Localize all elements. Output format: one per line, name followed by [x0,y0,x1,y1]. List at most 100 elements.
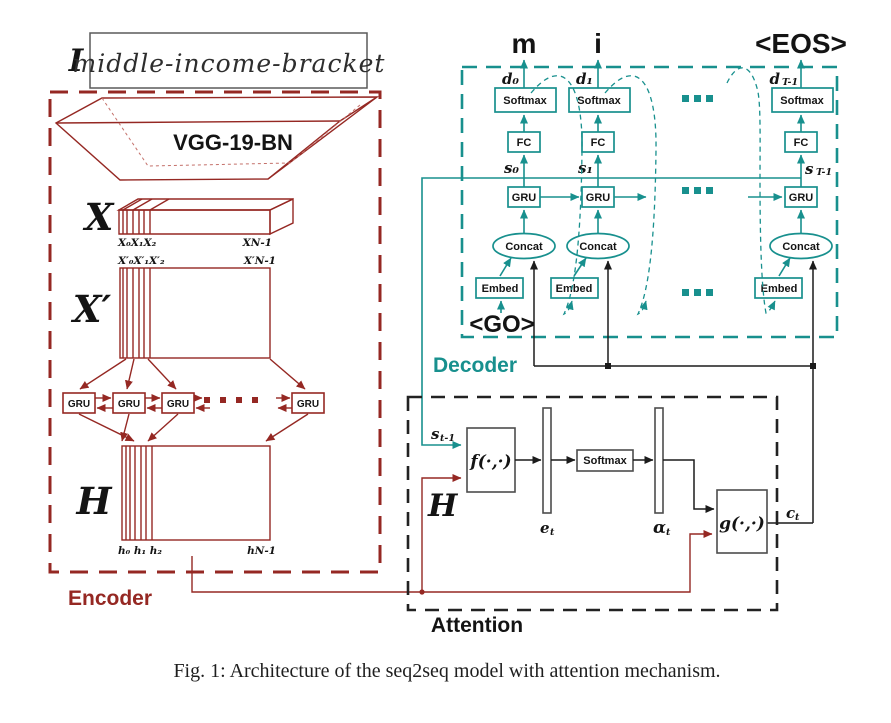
x-slices [122,198,170,234]
dec-softmax-box-1 [494,87,557,113]
xp-slice-labels: X′₀X′₁X′₂ [117,255,165,267]
go-token: <GO> [469,311,534,338]
enc-gru-box-2 [112,392,146,414]
output-word-eos: <EOS> [755,28,847,59]
svg-text:GRU: GRU [512,192,537,204]
s-prev-label: s [431,425,440,443]
dec-ellipsis-dots [682,95,713,296]
input-symbol: I [68,43,85,79]
x-prime-block: X′₀X′₁X′₂ X′N-1 X′ [71,255,276,359]
s1-label: s₁ [578,159,593,177]
enc-gru-label-2: GRU [118,399,140,410]
xp-symbol: X′ [71,287,112,331]
dec-softmax-box-3 [771,87,834,113]
d0-label: d₀ [502,70,519,88]
svg-text:FC: FC [794,137,809,149]
s-state-to-attention-line [421,177,801,449]
svg-text:GRU: GRU [586,192,611,204]
alpha-subscript: t [666,527,671,538]
svg-text:Softmax: Softmax [503,95,547,107]
attention-h-symbol: H [427,488,459,524]
output-word-1: m [512,28,537,59]
sT-subscript: T-1 [816,167,832,178]
sT-label: s [805,160,814,178]
enc-gru-label-1: GRU [68,399,90,410]
enc-gru-label-3: GRU [167,399,189,410]
enc-gru-box-3 [161,392,195,414]
h-slice-labels: h₀ h₁ h₂ [118,545,162,557]
enc-gru-bidirectional-arrows [95,394,292,412]
dec-fc-box-3 [784,131,818,153]
f-score-box [466,427,516,493]
red-junction-dot [419,589,425,595]
h-last-label: hN-1 [247,545,276,557]
svg-text:Concat: Concat [782,241,820,253]
x-top-face [116,198,294,211]
alpha-label: α [653,518,666,538]
svg-text:Softmax: Softmax [780,95,824,107]
c-subscript: t [795,512,800,523]
dec-gru-box-3 [784,186,818,208]
handwriting-image [89,32,368,89]
figure-caption: Fig. 1: Architecture of the seq2seq mode… [173,660,720,682]
encoder-group: Encoder VGG-19-BN X X₀X₁X₂ XN-1 [48,90,382,610]
svg-text:Concat: Concat [579,241,617,253]
concat-ellipse-1 [492,232,556,260]
encoder-gru-row: GRU GRU GRU GRU [62,392,325,414]
f-score-label: f(·,·) [469,452,511,472]
svg-text:GRU: GRU [789,192,814,204]
decoder-group: Decoder m d₀ Softmax FC s₀ GRU [433,28,847,524]
feedback-curve-2 [604,75,657,316]
e-subscript: t [550,527,555,538]
vgg-outline [54,96,380,181]
context-feed-lines [530,260,817,524]
attention-group: Attention s t-1 H f(·,·) e t Softmax α t… [406,395,800,637]
h-to-f-line [421,474,462,592]
output-word-2: i [594,28,602,59]
x-front-face [118,209,271,235]
attention-label: Attention [431,614,523,637]
feedback-curve-1 [530,75,583,316]
enc-gru-box-4 [291,392,325,414]
x-feature-block: X X₀X₁X₂ XN-1 [83,195,294,249]
h-symbol: H [76,479,113,523]
h-matrix [121,445,271,541]
h-to-g-line [191,530,713,593]
svg-text:Embed: Embed [761,283,798,295]
e-vector-bar [542,407,552,514]
dec-fc-box-1 [507,131,541,153]
feedback-curve-3 [726,67,776,314]
encoder-to-attention-line [191,474,713,595]
svg-text:FC: FC [591,137,606,149]
decoder-dashed-box [460,65,839,339]
vgg-label: VGG-19-BN [173,130,293,155]
h-slices [125,446,153,540]
xp-last-label: X′N-1 [243,255,276,267]
g-context-box [716,489,768,554]
svg-text:Softmax: Softmax [577,95,621,107]
e-label: e [540,519,550,537]
embed-box-2 [550,277,599,299]
dec-col1: m d₀ Softmax FC s₀ GRU Concat Embed <GO> [469,28,557,338]
enc-gru-label-4: GRU [297,399,319,410]
svg-text:Softmax: Softmax [583,455,627,467]
svg-text:Embed: Embed [482,283,519,295]
xp-matrix [119,267,271,359]
xprime-to-gru-arrows [79,358,306,390]
dT-label: d [770,70,781,88]
svg-text:Concat: Concat [505,241,543,253]
encoder-label: Encoder [68,587,152,610]
concat-ellipse-3 [769,232,833,260]
attention-dashed-box [406,395,779,612]
s-prev-subscript: t-1 [440,433,455,444]
x-symbol: X [83,195,115,239]
enc-ellipsis-dots [204,397,258,403]
c-label: c [786,504,795,522]
d1-label: d₁ [576,70,593,88]
x-last-label: XN-1 [242,237,272,249]
dT-subscript: T-1 [782,77,798,88]
input-image-group: I middle-income-bracket [68,32,384,89]
embed-box-1 [475,277,524,299]
